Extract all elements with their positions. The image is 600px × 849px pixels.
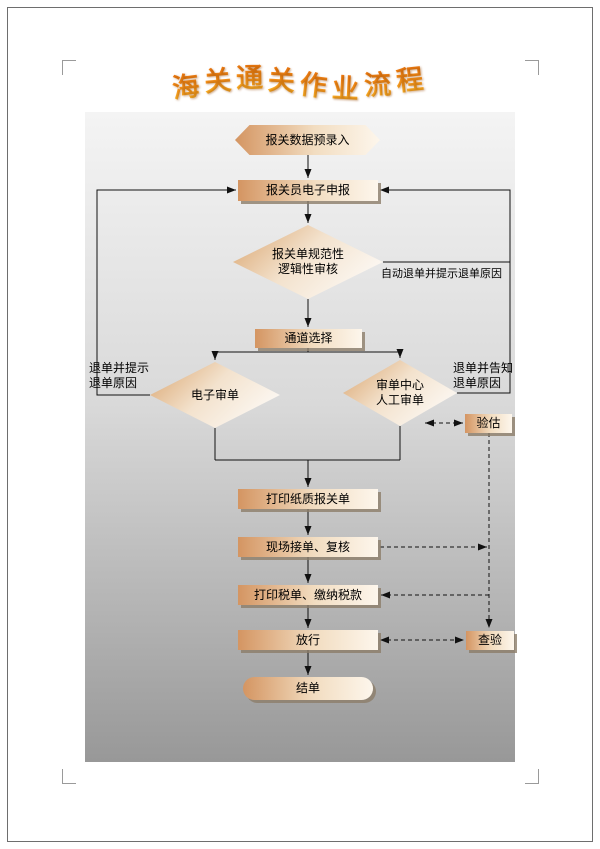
node-site-check-label: 现场接单、复核 <box>265 539 350 554</box>
node-declaration-review: 报关单规范性 逻辑性审核 <box>233 225 383 299</box>
node-release-label: 放行 <box>295 632 320 647</box>
crop-mark-bottom-right <box>525 769 539 784</box>
label-right-return-line2: 退单原因 <box>453 376 502 390</box>
page-title: 海关通关作业流程 <box>0 62 600 106</box>
node-electronic-audit: 电子审单 <box>150 362 280 428</box>
node-inspection-label: 查验 <box>477 633 502 647</box>
label-auto-return-reason: 自动退单并提示退单原因 <box>381 267 502 280</box>
node-electronic-declaration-label: 报关员电子申报 <box>265 183 350 197</box>
node-electronic-audit-label: 电子审单 <box>190 387 239 402</box>
label-right-return-reason: 退单并告知 退单原因 <box>453 361 515 391</box>
crop-mark-bottom-left <box>62 769 76 784</box>
node-manual-audit-line1: 审单中心 <box>375 378 424 392</box>
label-left-return-line1: 退单并提示 <box>89 361 150 375</box>
node-pay-tax: 打印税单、缴纳税款 <box>238 585 378 605</box>
node-channel-selection: 通道选择 <box>255 329 362 348</box>
node-print-paper-declaration: 打印纸质报关单 <box>238 489 378 509</box>
flowchart-canvas: 报关数据预录入 报关员电子申报 报关单规范性 逻辑性审核 通道选择 电子审单 审… <box>85 112 515 762</box>
node-data-pre-entry: 报关数据预录入 <box>235 125 380 155</box>
node-declaration-review-line1: 报关单规范性 <box>271 247 344 261</box>
node-close-entry-label: 结单 <box>295 681 320 695</box>
label-left-return-line2: 退单原因 <box>89 376 138 390</box>
node-channel-selection-label: 通道选择 <box>284 331 333 345</box>
node-manual-audit: 审单中心 人工审单 <box>343 360 457 426</box>
node-data-pre-entry-label: 报关数据预录入 <box>265 132 350 147</box>
node-electronic-declaration: 报关员电子申报 <box>238 180 378 201</box>
crop-mark-top-right <box>525 60 539 75</box>
node-declaration-review-line2: 逻辑性审核 <box>277 262 338 276</box>
node-valuation: 验估 <box>465 414 512 433</box>
node-print-paper-declaration-label: 打印纸质报关单 <box>265 491 350 506</box>
node-pay-tax-label: 打印税单、缴纳税款 <box>253 587 362 602</box>
crop-mark-top-left <box>62 60 76 75</box>
node-release: 放行 <box>238 630 378 650</box>
label-left-return-reason: 退单并提示 退单原因 <box>89 361 153 391</box>
node-site-check: 现场接单、复核 <box>238 537 378 557</box>
connector-valuation-inspection <box>380 419 493 644</box>
node-valuation-label: 验估 <box>476 416 501 430</box>
node-inspection: 查验 <box>466 631 514 650</box>
node-manual-audit-line2: 人工审单 <box>375 393 424 407</box>
node-close-entry: 结单 <box>243 677 373 700</box>
flow-connectors <box>96 155 511 675</box>
label-right-return-line1: 退单并告知 <box>453 361 514 375</box>
